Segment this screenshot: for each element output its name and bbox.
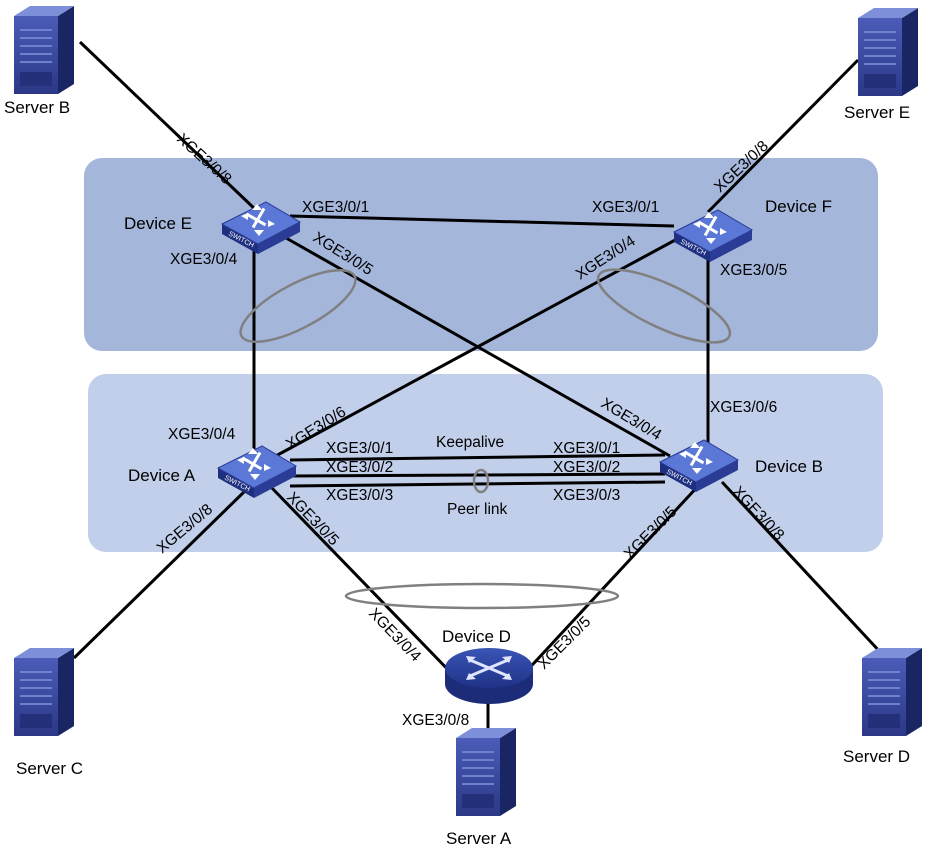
server-d-label: Server D	[843, 747, 910, 766]
keepalive-label: Keepalive	[436, 434, 504, 451]
link-device-a-server-c	[72, 488, 248, 660]
aggregation-ring-device-e	[239, 268, 357, 344]
upper-group-panel	[84, 158, 878, 351]
peer-link-label: Peer link	[447, 501, 508, 518]
port-label-a-peer-1: XGE3/0/2	[326, 459, 393, 476]
server-c-label: Server C	[16, 759, 83, 778]
device-f-label: Device F	[765, 197, 832, 216]
port-label-b-peer-1: XGE3/0/2	[553, 459, 620, 476]
server-d-icon	[861, 647, 923, 737]
link-keepalive	[289, 453, 666, 462]
device-b-label: Device B	[755, 457, 823, 476]
device-d-router-icon	[445, 648, 533, 704]
server-b-icon	[13, 5, 75, 95]
port-label-e-to-a: XGE3/0/4	[170, 251, 238, 268]
port-label-a-keepalive: XGE3/0/1	[326, 440, 393, 457]
port-label-a-to-e: XGE3/0/4	[168, 426, 236, 443]
aggregation-ring-device-f	[596, 268, 732, 344]
port-label-a-peer-2: XGE3/0/3	[326, 487, 393, 504]
link-server-b-device-e	[78, 40, 260, 214]
port-label-d-to-b: XGE3/0/5	[535, 613, 595, 673]
port-label-e-to-f: XGE3/0/1	[302, 199, 369, 216]
link-device-b-device-d	[520, 482, 702, 678]
port-label-f-to-e: XGE3/0/1	[592, 199, 659, 216]
link-peer-1	[289, 472, 666, 478]
port-label-f-to-b: XGE3/0/5	[720, 262, 787, 279]
link-device-a-device-d	[268, 484, 460, 682]
port-label-b-peer-2: XGE3/0/3	[553, 487, 620, 504]
port-label-b-to-f: XGE3/0/6	[710, 399, 777, 416]
peer-link-ring	[472, 468, 490, 494]
link-server-e-device-f	[706, 58, 860, 214]
lower-group-panel	[88, 374, 883, 552]
server-c-icon	[13, 647, 75, 737]
link-device-e-device-b	[271, 228, 671, 458]
server-e-icon	[857, 7, 919, 97]
device-a-label: Device A	[128, 466, 196, 485]
server-a-icon	[455, 727, 517, 817]
link-device-e-device-f	[289, 214, 675, 228]
port-label-d-to-server-a: XGE3/0/8	[402, 712, 469, 729]
link-device-b-server-d	[720, 480, 884, 656]
server-b-label: Server B	[4, 98, 70, 117]
link-peer-2	[289, 480, 666, 488]
port-label-b-keepalive: XGE3/0/1	[553, 440, 620, 457]
device-d-label: Device D	[442, 627, 511, 646]
server-a-label: Server A	[446, 829, 512, 848]
server-e-label: Server E	[844, 103, 910, 122]
aggregation-ring-device-d	[344, 582, 620, 610]
device-e-label: Device E	[124, 214, 192, 233]
links	[72, 40, 884, 738]
